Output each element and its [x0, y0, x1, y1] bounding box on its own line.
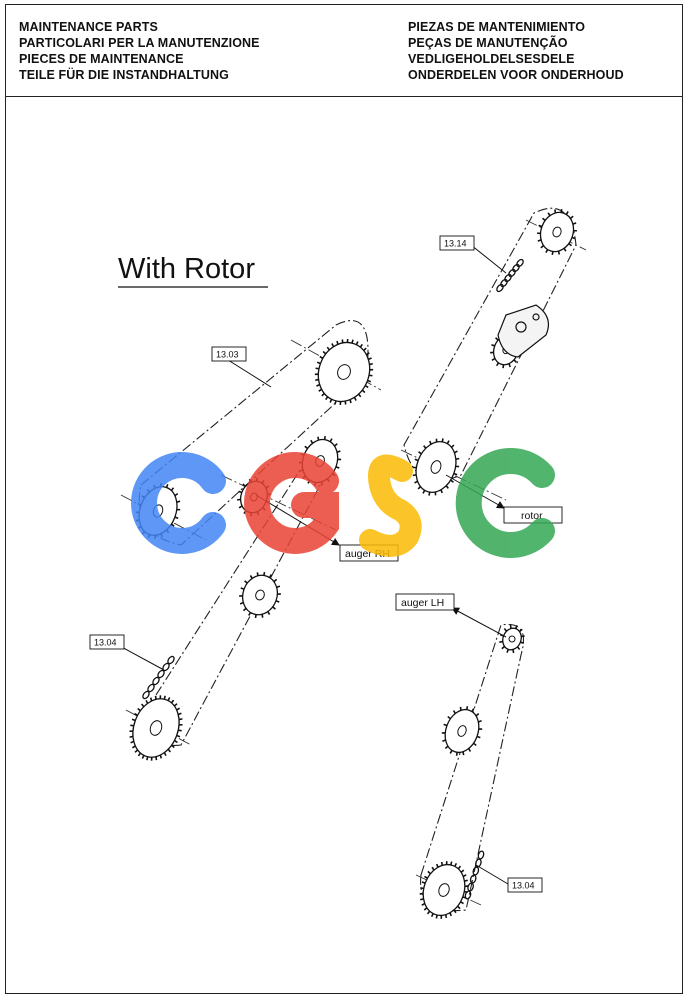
leader-13-04-left	[117, 644, 165, 671]
watermark-letter-c2	[455, 448, 555, 558]
header-title-da: VEDLIGEHOLDELSESDELE	[408, 52, 575, 66]
chain-loop-lower-right	[420, 623, 525, 912]
header-title-fr: PIECES DE MAINTENANCE	[19, 52, 184, 66]
sprocket-top-right	[537, 208, 577, 256]
drawing-title: With Rotor	[118, 253, 255, 285]
ref-label-13-04-left: 13.04	[94, 638, 117, 648]
header-left-column: MAINTENANCE PARTS PARTICOLARI PER LA MAN…	[19, 19, 260, 83]
leader-13-04-right	[475, 864, 509, 885]
sprocket-lower-left-mid	[239, 571, 281, 619]
header-title-nl: ONDERDELEN VOOR ONDERHOUD	[408, 68, 624, 82]
header-title-pt: PEÇAS DE MANUTENÇÃO	[408, 36, 568, 50]
ref-box-13-04-left	[89, 634, 125, 650]
sprocket-lh-mid	[441, 706, 483, 756]
ref-label-13-04-right: 13.04	[512, 881, 535, 891]
parts-drawing: With Rotor	[6, 97, 684, 995]
watermark-letter-s	[359, 454, 422, 557]
cgsc-watermark	[131, 448, 555, 558]
sprocket-upper-large	[314, 339, 374, 405]
parts-page: MAINTENANCE PARTS PARTICOLARI PER LA MAN…	[5, 4, 683, 994]
callout-box-auger-lh	[395, 593, 455, 611]
sprocket-lower-left-large	[129, 695, 183, 761]
ref-box-13-14	[439, 235, 475, 251]
leader-auger-lh	[451, 607, 507, 638]
tensioner-bracket	[497, 304, 549, 358]
header-title-it: PARTICOLARI PER LA MANUTENZIONE	[19, 36, 260, 50]
leader-13-14	[470, 244, 507, 274]
ref-box-13-03	[211, 346, 247, 362]
watermark-letter-c1	[131, 452, 226, 554]
ref-label-13-14: 13.14	[444, 239, 467, 249]
sprocket-lower-right-large	[419, 861, 469, 919]
sprocket-rotor	[412, 438, 460, 496]
shaft-line-rotor	[400, 449, 507, 501]
shaft-line-top-right	[525, 219, 587, 251]
chain-links-13-04-right	[464, 850, 485, 900]
sprocket-lh-small	[499, 624, 525, 654]
ref-box-13-04-right	[507, 877, 543, 893]
ref-label-13-03: 13.03	[216, 350, 239, 360]
page-header: MAINTENANCE PARTS PARTICOLARI PER LA MAN…	[6, 5, 682, 97]
watermark-letter-g	[244, 452, 339, 554]
chain-links-13-04-left	[142, 655, 175, 700]
header-title-es: PIEZAS DE MANTENIMIENTO	[408, 20, 586, 34]
header-title-en: MAINTENANCE PARTS	[19, 20, 158, 34]
chain-links-13-14	[496, 258, 524, 293]
header-title-de: TEILE FÜR DIE INSTANDHALTUNG	[19, 68, 229, 82]
leader-13-03	[227, 359, 272, 388]
callout-auger-lh: auger LH	[401, 597, 444, 609]
header-right-column: PIEZAS DE MANTENIMIENTO PEÇAS DE MANUTEN…	[408, 19, 624, 83]
